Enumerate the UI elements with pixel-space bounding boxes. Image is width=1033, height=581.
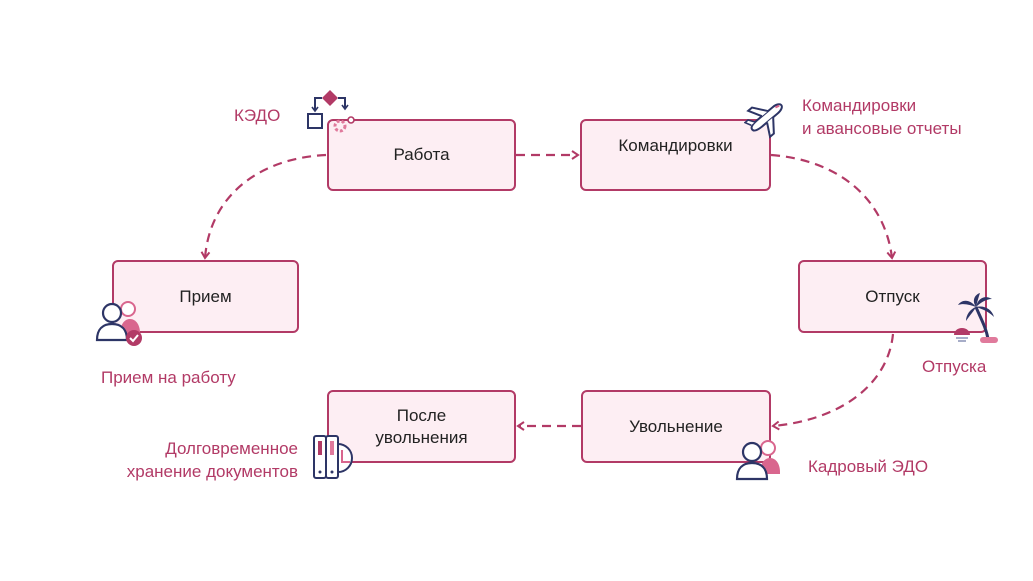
annotation-trips: Командировки и авансовые отчеты <box>802 94 962 140</box>
users-icon <box>735 440 780 481</box>
workflow-icon <box>307 90 355 133</box>
node-vacation-label: Отпуск <box>865 286 920 306</box>
edge-work-to-hiring <box>200 153 327 260</box>
airplane-icon <box>744 103 783 139</box>
node-work-label: Работа <box>393 145 450 164</box>
node-work: Работа <box>327 119 516 191</box>
palm-tree-icon <box>954 293 998 343</box>
edge-trips-to-vacation <box>770 153 897 260</box>
annotation-storage-line1: Долговременное <box>165 439 298 458</box>
annotation-hr-edo: Кадровый ЭДО <box>808 457 929 476</box>
node-after-line2: увольнения <box>375 427 468 447</box>
annotation-trips-line2: и авансовые отчеты <box>802 119 962 138</box>
annotation-storage-line2: хранение документов <box>126 462 298 481</box>
node-hiring: Прием <box>112 260 299 333</box>
node-trips-label: Командировки <box>618 136 733 155</box>
annotation-vacations: Отпуска <box>922 357 987 376</box>
archive-binders-icon <box>313 435 353 479</box>
users-check-icon <box>95 301 142 346</box>
annotation-storage: Долговременное хранение документов <box>102 437 298 483</box>
node-business-trips: Командировки <box>580 119 771 191</box>
node-after-dismissal: После увольнения <box>327 390 516 463</box>
node-hiring-label: Прием <box>179 286 232 306</box>
node-dismissal: Увольнение <box>581 390 771 463</box>
edge-vacation-to-dismissal <box>771 333 895 431</box>
annotation-hiring: Прием на работу <box>101 368 236 387</box>
node-dismissal-label: Увольнение <box>629 416 723 436</box>
annotation-kedo: КЭДО <box>234 106 281 125</box>
node-vacation: Отпуск <box>798 260 987 333</box>
annotation-trips-line1: Командировки <box>802 96 917 115</box>
node-after-line1: После <box>396 405 447 425</box>
